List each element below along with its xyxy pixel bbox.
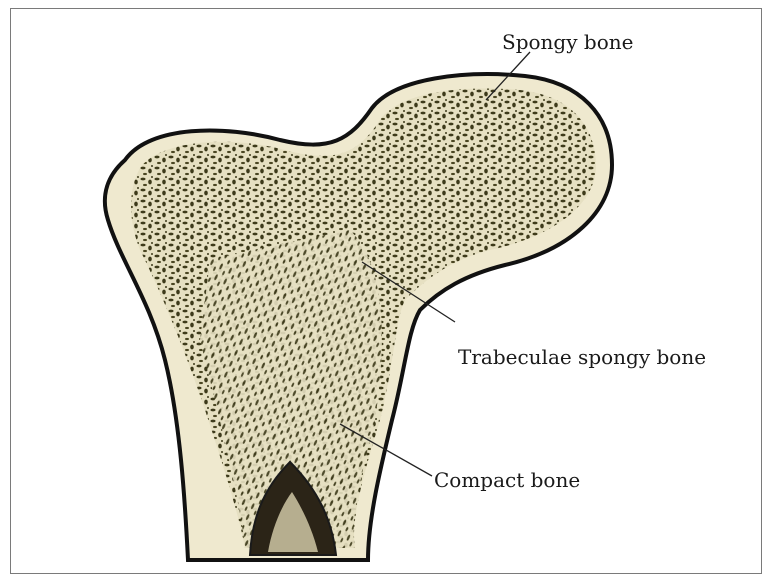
label-trabeculae-spongy-bone: Trabeculae spongy bone: [458, 345, 706, 369]
label-compact-bone: Compact bone: [434, 468, 580, 492]
label-spongy-bone: Spongy bone: [502, 30, 633, 54]
